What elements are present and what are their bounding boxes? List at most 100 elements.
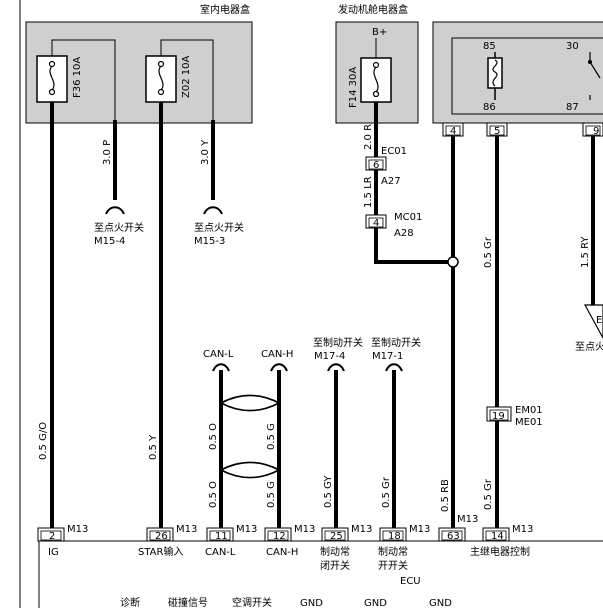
connector-ec01-pin: 6 (373, 160, 379, 171)
ecu-bottom-label: 诊断 (120, 596, 140, 608)
relay-pin-86: 86 (483, 102, 496, 113)
connector-symbol-canl (212, 363, 230, 372)
wire-junction (447, 256, 459, 268)
wire-label-w6: 1.5 LR (363, 176, 374, 208)
ecu-pin-label: STAR输入 (138, 545, 183, 558)
ecu-pin-number: 2 (49, 531, 55, 542)
ecu-pin-63-inner (441, 530, 463, 541)
ecu-pin-12-inner (267, 530, 289, 541)
connector-symbol-brake2 (385, 363, 403, 372)
interior-bus-line (51, 39, 214, 120)
connector-a28-label: A28 (394, 228, 414, 239)
connector-symbol-canh (270, 363, 288, 372)
wire-label-w3: 3.0 Y (200, 139, 211, 165)
wire-label-w2: 3.0 P (102, 140, 113, 165)
can-h-label: CAN-H (261, 349, 293, 360)
ecu-pin-label-line2: 开开关 (378, 559, 408, 572)
ecu-pin-number: 11 (215, 531, 228, 542)
dest-ign2-pin: M15-3 (194, 236, 225, 247)
engine-pin-9-label: 9 (593, 126, 599, 137)
connector-mc01-pin: 4 (373, 218, 379, 229)
can-l-label: CAN-L (203, 349, 234, 360)
engine-pin-4-label: 4 (450, 126, 456, 137)
dest-brake1: 至制动开关 (313, 336, 363, 349)
ecu-pin-26-inner (149, 530, 171, 541)
wire-label-w1: 0.5 G/O (38, 422, 49, 460)
wire-label-w11: 0.5 O (208, 481, 219, 508)
wire-label-w5: 2.0 R (363, 124, 374, 150)
ecu-pin-label: CAN-L (205, 547, 236, 558)
fuse-z02-label: Z02 10A (181, 56, 192, 98)
wire-label-w15: 0.5 RB (440, 479, 451, 512)
wire-label-w4: 0.5 Y (148, 434, 159, 460)
fuse-z02 (145, 55, 177, 103)
relay-pin-87: 87 (566, 102, 579, 113)
dest-brake1-pin: M17-4 (314, 351, 345, 362)
ecu-pin-connector-label: M13 (294, 524, 315, 535)
connector-symbol-brake1 (327, 363, 345, 372)
ecu-box (38, 540, 603, 608)
ecu-pin-label: 制动常 (378, 545, 408, 558)
connector-ec01-label: EC01 (381, 146, 407, 157)
dest-ign1: 至点火开关 (94, 221, 144, 234)
connector-symbol-ign2 (203, 206, 223, 215)
connector-mc01 (365, 214, 387, 229)
fuse-f14-label: F14 30A (348, 67, 359, 108)
ecu-bottom-labels: 诊断 碰撞信号 空调开关 GND GND GND (120, 596, 452, 608)
dest-brake2-pin: M17-1 (372, 351, 403, 362)
relay-coil (487, 52, 503, 100)
wire-label-w16: 0.5 Gr (483, 478, 494, 510)
fuse-f36 (36, 55, 68, 103)
ecu-pin-label: 制动常 (320, 545, 350, 558)
ecu-bottom-label: GND (364, 598, 387, 608)
ign3-letter: E (596, 315, 602, 326)
ecu-pin-number: 26 (155, 531, 168, 542)
ecu-pin-2-inner (40, 530, 62, 541)
engine-pin-5-label: 5 (494, 126, 500, 137)
ecu-pin-number: 12 (273, 531, 286, 542)
dest-ign1-pin: M15-4 (94, 236, 125, 247)
dest-ign2: 至点火开关 (194, 221, 244, 234)
ecu-pin-row: 2M13IG26M13STAR输入11M13CAN-L12M13CAN-H25M… (37, 524, 533, 572)
connector-me01-label: ME01 (515, 417, 543, 428)
ecu-bottom-label: GND (300, 598, 323, 608)
ecu-pin-25-inner (324, 530, 346, 541)
engine-pin-4 (442, 122, 464, 137)
ecu-pin-number: 14 (491, 531, 504, 542)
twisted-pair-1 (219, 394, 281, 412)
connector-ec01 (365, 156, 387, 171)
ecu-pin-connector-label: M13 (176, 524, 197, 535)
ecu-pin-number: 63 (447, 531, 460, 542)
ecu-pin-18-inner (382, 530, 404, 541)
ecu-pin-label: IG (48, 547, 59, 558)
ecu-name: ECU (400, 576, 421, 587)
b-plus-label: B+ (372, 27, 387, 38)
wire-label-w9: 0.5 O (208, 423, 219, 450)
ecu-pin-connector-label: M13 (67, 524, 88, 535)
wire-label-w7: 0.5 Gr (483, 236, 494, 268)
wire-label-w12: 0.5 G (266, 481, 277, 508)
ecu-pin-14-inner (485, 530, 507, 541)
relay-pin-85: 85 (483, 41, 496, 52)
wire-label-w14: 0.5 Gr (381, 476, 392, 508)
ecu-bottom-label: 碰撞信号 (168, 596, 208, 608)
relay-switch-contact (588, 60, 592, 64)
wire-f14-c (374, 228, 453, 264)
dest-ign3: 至点火 (575, 341, 603, 353)
ecu-pin-11-inner (209, 530, 231, 541)
dest-brake2: 至制动开关 (371, 336, 421, 349)
relay-inner-frame (451, 37, 603, 115)
ecu-pin-label: CAN-H (266, 547, 298, 558)
connector-symbol-ign1 (105, 206, 125, 215)
engine-box-title: 发动机舱电器盒 (338, 3, 408, 16)
twisted-pair-2 (219, 461, 281, 479)
ecu-bottom-label: GND (429, 598, 452, 608)
interior-box-title: 室内电器盒 (200, 3, 250, 16)
ecu-pin-number: 25 (330, 531, 343, 542)
connector-mc01-label: MC01 (394, 212, 422, 223)
ecu-pin-label-line2: 闭开关 (320, 559, 350, 572)
ecu-bottom-label: 空调开关 (232, 596, 272, 608)
ecu-pin-connector-label: M13 (512, 524, 533, 535)
connector-em01 (486, 406, 512, 422)
connector-a27-label: A27 (381, 176, 401, 187)
